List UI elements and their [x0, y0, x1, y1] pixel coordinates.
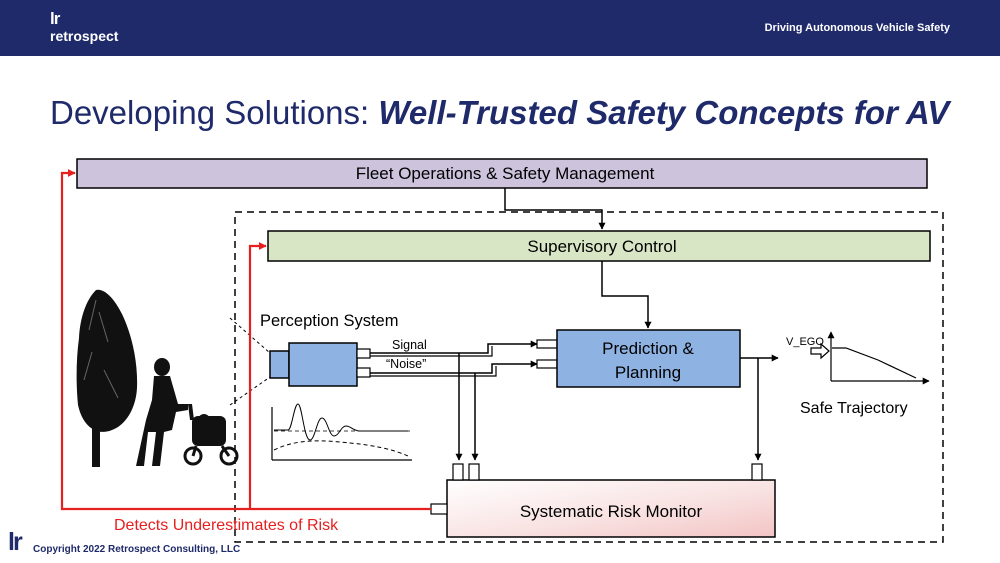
feedback-to-supervisory-arrow [248, 242, 267, 509]
fleet-operations-label: Fleet Operations & Safety Management [356, 164, 655, 183]
copyright-text: Copyright 2022 Retrospect Consulting, LL… [33, 544, 241, 555]
signal-arrow-1 [370, 340, 538, 354]
prediction-input-port-2 [536, 359, 558, 369]
supervisory-control-box [267, 230, 931, 262]
pedestrian-stroller-silhouette [136, 358, 239, 466]
deck-title: Driving Autonomous Vehicle Safety [764, 22, 950, 34]
detects-underestimates-label: Detects Underestimates of Risk [114, 517, 339, 534]
noise-label: “Noise” [386, 357, 426, 371]
retrospect-logo-word: retrospect [50, 28, 119, 44]
slide-title: Developing Solutions: Well-Trusted Safet… [50, 94, 949, 132]
fleet-operations-box [76, 158, 928, 189]
monitor-output-port [430, 503, 448, 515]
camera-sensor-icon [269, 342, 371, 387]
supervisory-control-label: Supervisory Control [527, 237, 676, 256]
safe-trajectory-label: Safe Trajectory [800, 400, 908, 417]
supervisory-to-prediction-arrow [601, 261, 652, 329]
monitor-input-port-3 [751, 463, 763, 481]
safe-trajectory-curve [832, 347, 917, 379]
prediction-label-line2: Planning [615, 363, 681, 382]
fleet-to-supervisory-arrow [504, 188, 606, 230]
monitor-input-port-2 [468, 463, 480, 481]
v-ego-label: V_EGO [786, 336, 824, 348]
tree-silhouette [76, 289, 138, 467]
header-bar: lr retrospect Driving Autonomous Vehicle… [0, 0, 1000, 56]
v-ego-arrow-icon [810, 342, 830, 360]
signal-arrow-2-edge [370, 366, 497, 377]
noise-signal-chart [271, 403, 412, 461]
prediction-label-line1: Prediction & [602, 339, 694, 358]
signal-label: Signal [392, 338, 427, 352]
footer-logo-mark: lr [8, 528, 23, 556]
retrospect-logo-mark: lr [50, 9, 60, 28]
slide-title-emphasis: Well-Trusted Safety Concepts for AV [378, 94, 950, 131]
systematic-risk-monitor-box [446, 479, 776, 538]
perception-system-label: Perception System [260, 312, 398, 330]
signal-arrow-2 [370, 360, 538, 374]
prediction-input-port-1 [536, 339, 558, 349]
slide-title-plain: Developing Solutions: [50, 94, 379, 131]
prediction-planning-box [556, 329, 741, 388]
monitor-input-port-1 [452, 463, 464, 481]
system-boundary [234, 211, 944, 543]
signal-arrow-1-edge [370, 346, 493, 357]
feedback-to-fleet-arrow [60, 169, 431, 511]
systematic-risk-monitor-label: Systematic Risk Monitor [520, 502, 703, 521]
